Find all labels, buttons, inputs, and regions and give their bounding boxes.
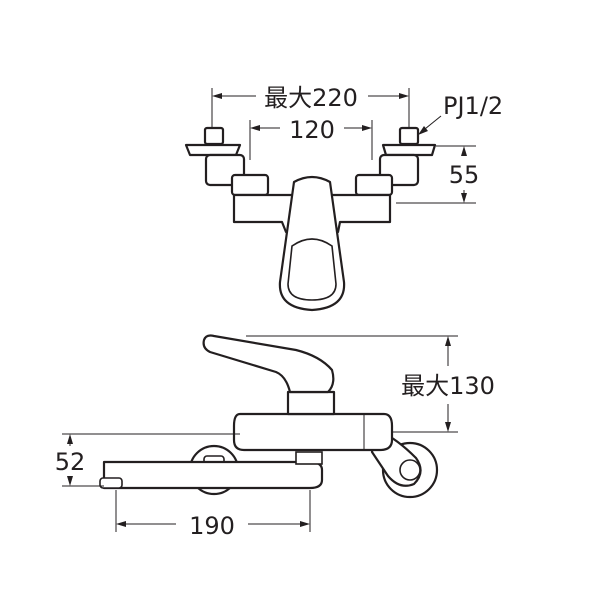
right-supply-fitting — [354, 126, 437, 197]
spout-height-dimension: 52 — [55, 433, 240, 487]
left-supply-fitting — [184, 126, 270, 197]
center-distance-label: 120 — [289, 116, 335, 144]
thread-label: PJ1/2 — [443, 92, 503, 120]
spout — [102, 460, 324, 490]
thread-label-group: PJ1/2 — [418, 92, 503, 135]
offset-dimension: 55 — [396, 145, 480, 204]
spout-height-label: 52 — [55, 448, 86, 476]
max-width-label: 最大220 — [264, 84, 358, 112]
max-height-label: 最大130 — [401, 372, 495, 400]
top-view: 最大220 120 PJ1/2 55 — [184, 84, 503, 312]
spout-reach-dimension: 190 — [115, 490, 311, 540]
lever-handle-grip — [287, 238, 337, 301]
faucet-neck — [286, 390, 336, 416]
lever-handle-side — [202, 334, 335, 394]
offset-label: 55 — [449, 161, 480, 189]
faucet-body-side — [232, 412, 394, 452]
spout-reach-label: 190 — [189, 512, 235, 540]
max-height-dimension: 最大130 — [246, 335, 495, 433]
max-width-dimension: 最大220 — [211, 84, 410, 128]
spout-tip — [99, 477, 123, 489]
side-view: 最大130 52 190 — [55, 334, 495, 540]
center-distance-dimension: 120 — [249, 116, 373, 160]
